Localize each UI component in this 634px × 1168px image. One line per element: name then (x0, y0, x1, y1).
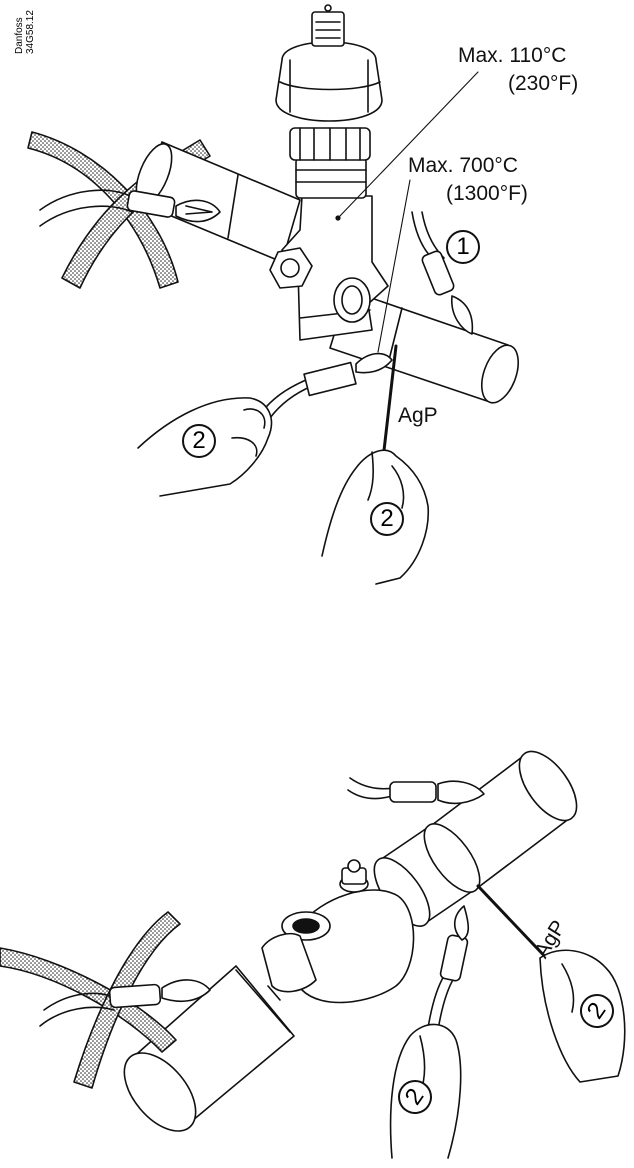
left-pipe (123, 965, 295, 1132)
bottom-illustration (0, 750, 626, 1159)
filler-label: AgP (398, 404, 438, 427)
joint-sleeve (373, 823, 481, 927)
brand-label: Danfoss (14, 17, 25, 54)
valve-max-temp-f: (230°F) (508, 72, 579, 95)
valve-body (261, 859, 415, 1004)
torch-icon (427, 905, 470, 1031)
valve-max-temp: Max. 110°C (458, 44, 567, 67)
torch-icon (39, 189, 221, 227)
torch-icon (39, 979, 211, 1027)
joint-max-temp: Max. 700°C (408, 154, 518, 177)
figure-code: Danfoss 34G58.12 (14, 10, 36, 54)
torch-icon (411, 211, 474, 335)
torch-icon (261, 352, 393, 419)
valve-body (269, 4, 389, 341)
left-pipe (135, 141, 301, 263)
step-badge-cool: 1 (446, 230, 480, 264)
wet-cloth-icon (0, 911, 181, 1089)
code-label: 34G58.12 (25, 10, 36, 54)
top-illustration (27, 4, 520, 585)
joint-max-temp-f: (1300°F) (446, 182, 528, 205)
step-badge-torch: 2 (182, 424, 216, 458)
step-badge-rod: 2 (370, 502, 404, 536)
torch-icon (347, 777, 485, 805)
